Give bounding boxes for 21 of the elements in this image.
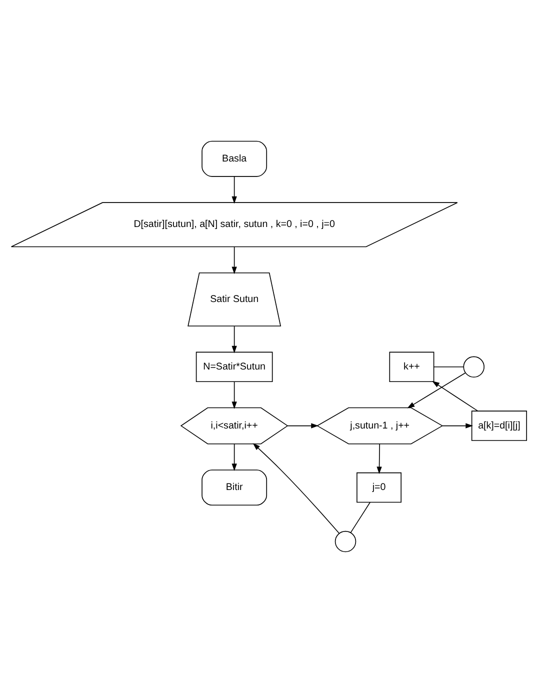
node-box: j=0 (356, 472, 402, 502)
connector (350, 501, 370, 533)
arrow (232, 176, 237, 204)
arrow (376, 443, 382, 474)
connector (433, 366, 464, 367)
node-box: k++ (389, 351, 434, 382)
arrow (232, 443, 237, 471)
arrow (442, 422, 473, 428)
arrow (432, 380, 478, 411)
node-box: Bitir (202, 469, 268, 506)
arrow (232, 380, 237, 408)
arrow (232, 325, 237, 353)
arrow (252, 442, 340, 534)
node-circle (463, 356, 484, 378)
node-box: a[k]=d[i][j] (471, 410, 527, 440)
node-box: N=Satir*Sutun (196, 351, 273, 382)
node-circle (334, 530, 356, 552)
node-box: Basla (202, 140, 268, 176)
arrow (232, 246, 237, 274)
arrow (287, 422, 318, 428)
arrow (407, 372, 466, 408)
